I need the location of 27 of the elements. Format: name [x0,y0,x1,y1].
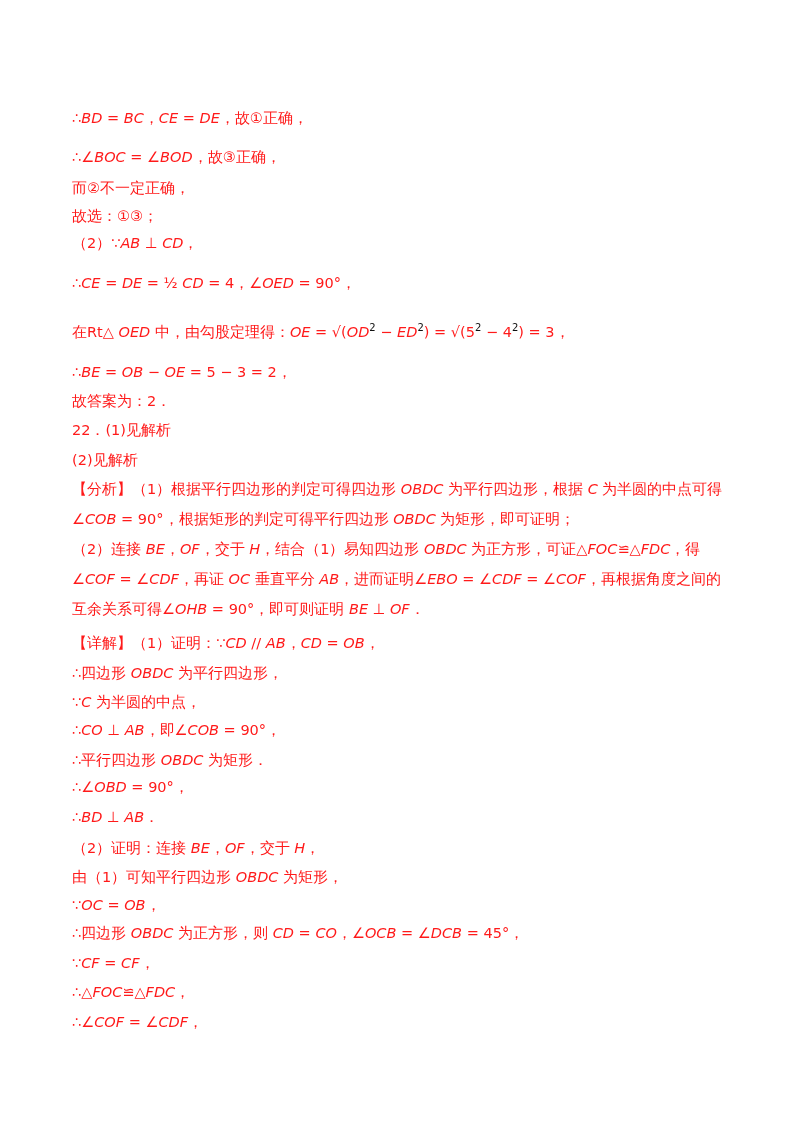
text-line: （2）∵AB ⊥ CD， [72,234,199,253]
text-line: 故选：①③； [72,207,158,226]
text-line: ∵CF = CF， [72,954,155,973]
text-line: 而②不一定正确， [72,179,190,198]
text-line: ∵C 为半圆的中点， [72,693,201,712]
text-line: ∴CO ⊥ AB，即∠COB = 90°， [72,721,282,740]
text-line: ∴∠COF = ∠CDF， [72,1013,204,1032]
text-line: （2）证明：连接 BE，OF，交于 H， [72,839,321,858]
text-line: 【分析】（1）根据平行四边形的判定可得四边形 OBDC 为平行四边形，根据 C 为半圆的中点可得∠COB = 90°，根据矩形的判定可得平行四边形 OBDC 为矩形，即可证明； [72,480,724,529]
text-line: ∴平行四边形 OBDC 为矩形． [72,751,269,770]
text-line: ∴CE = DE = ½ CD = 4，∠OED = 90°， [72,274,356,293]
text-line: ∵OC = OB， [72,896,161,915]
text-line: (2)见解析 [72,451,138,470]
text-line: ∴BD ⊥ AB． [72,808,160,827]
text-line: 由（1）可知平行四边形 OBDC 为矩形， [72,868,344,887]
text-line: ∴BD = BC，CE = DE，故①正确， [72,109,308,128]
text-line: ∴∠BOC = ∠BOD，故③正确， [72,148,281,167]
text-line: ∴∠OBD = 90°， [72,778,189,797]
text-line: 在Rt△ OED 中，由勾股定理得：OE = √(OD$^{2}$ − ED$^{2}$) = √(5$^{2}$ − 4$^{2}$) = 3， [72,321,570,342]
text-line: （2）连接 BE，OF，交于 H，结合（1）易知四边形 OBDC 为正方形，可证△FOC≌△FDC，得∠COF = ∠CDF，再证 OC 垂直平分 AB，进而证明∠EBO = ∠CDF = ∠COF，再根据角度之间的互余关系可得∠OHB = 90°，即可则证明 BE ⊥ OF． [72,540,722,619]
text-line: ∴BE = OB − OE = 5 − 3 = 2， [72,363,292,382]
text-line: ∴△FOC≌△FDC， [72,983,191,1002]
text-line: 22．(1)见解析 [72,421,171,440]
text-line: ∴四边形 OBDC 为正方形，则 CD = CO，∠OCB = ∠DCB = 45°， [72,924,525,943]
text-line: 【详解】（1）证明：∵CD // AB，CD = OB， [72,634,380,653]
text-line: 故答案为：2． [72,392,172,411]
text-line: ∴四边形 OBDC 为平行四边形， [72,664,284,683]
